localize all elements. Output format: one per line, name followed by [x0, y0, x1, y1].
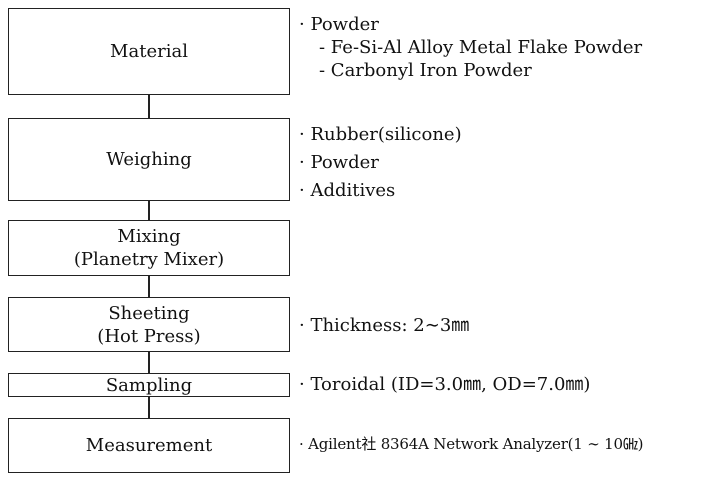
connector-weighing-mixing [148, 201, 150, 220]
measurement-notes: · Agilent社 8364A Network Analyzer(1 ∼ 10… [299, 433, 644, 456]
measurement-box: Measurement [8, 418, 290, 473]
weighing-label: Weighing [106, 149, 192, 170]
sampling-label: Sampling [105, 374, 193, 396]
connector-sampling-measurement [148, 397, 150, 418]
mixing-sublabel: (Planetry Mixer) [73, 249, 225, 270]
material-note-powder: · Powder [299, 14, 379, 35]
material-box: Material [8, 8, 290, 95]
mixing-label: Mixing [117, 226, 181, 247]
weighing-note-rubber: · Rubber(silicone) [299, 124, 462, 145]
material-note-carbonyl: - Carbonyl Iron Powder [319, 60, 532, 81]
material-notes: · Powder - Fe-Si-Al Alloy Metal Flake Po… [299, 13, 642, 82]
sampling-note-toroidal: · Toroidal (ID=3.0㎜, OD=7.0㎜) [299, 374, 591, 395]
mixing-box: Mixing (Planetry Mixer) [8, 220, 290, 276]
measurement-note-analyzer: · Agilent社 8364A Network Analyzer(1 ∼ 10… [299, 435, 644, 453]
sampling-box: Sampling [8, 373, 290, 397]
weighing-notes: · Rubber(silicone) · Powder · Additives [299, 121, 462, 205]
sheeting-note-thickness: · Thickness: 2∼3㎜ [299, 315, 470, 336]
sheeting-label: Sheeting [108, 302, 190, 324]
material-label: Material [110, 41, 188, 62]
sheeting-sublabel: (Hot Press) [97, 325, 201, 347]
sampling-notes: · Toroidal (ID=3.0㎜, OD=7.0㎜) [299, 373, 590, 396]
connector-sheeting-sampling [148, 352, 150, 373]
sheeting-box: Sheeting (Hot Press) [8, 297, 290, 352]
weighing-box: Weighing [8, 118, 290, 201]
connector-material-weighing [148, 95, 150, 118]
measurement-label: Measurement [85, 435, 213, 456]
weighing-note-powder: · Powder [299, 152, 379, 173]
material-note-fesial: - Fe-Si-Al Alloy Metal Flake Powder [319, 37, 643, 58]
sheeting-notes: · Thickness: 2∼3㎜ [299, 314, 469, 337]
connector-mixing-sheeting [148, 276, 150, 297]
weighing-note-additives: · Additives [299, 180, 396, 201]
